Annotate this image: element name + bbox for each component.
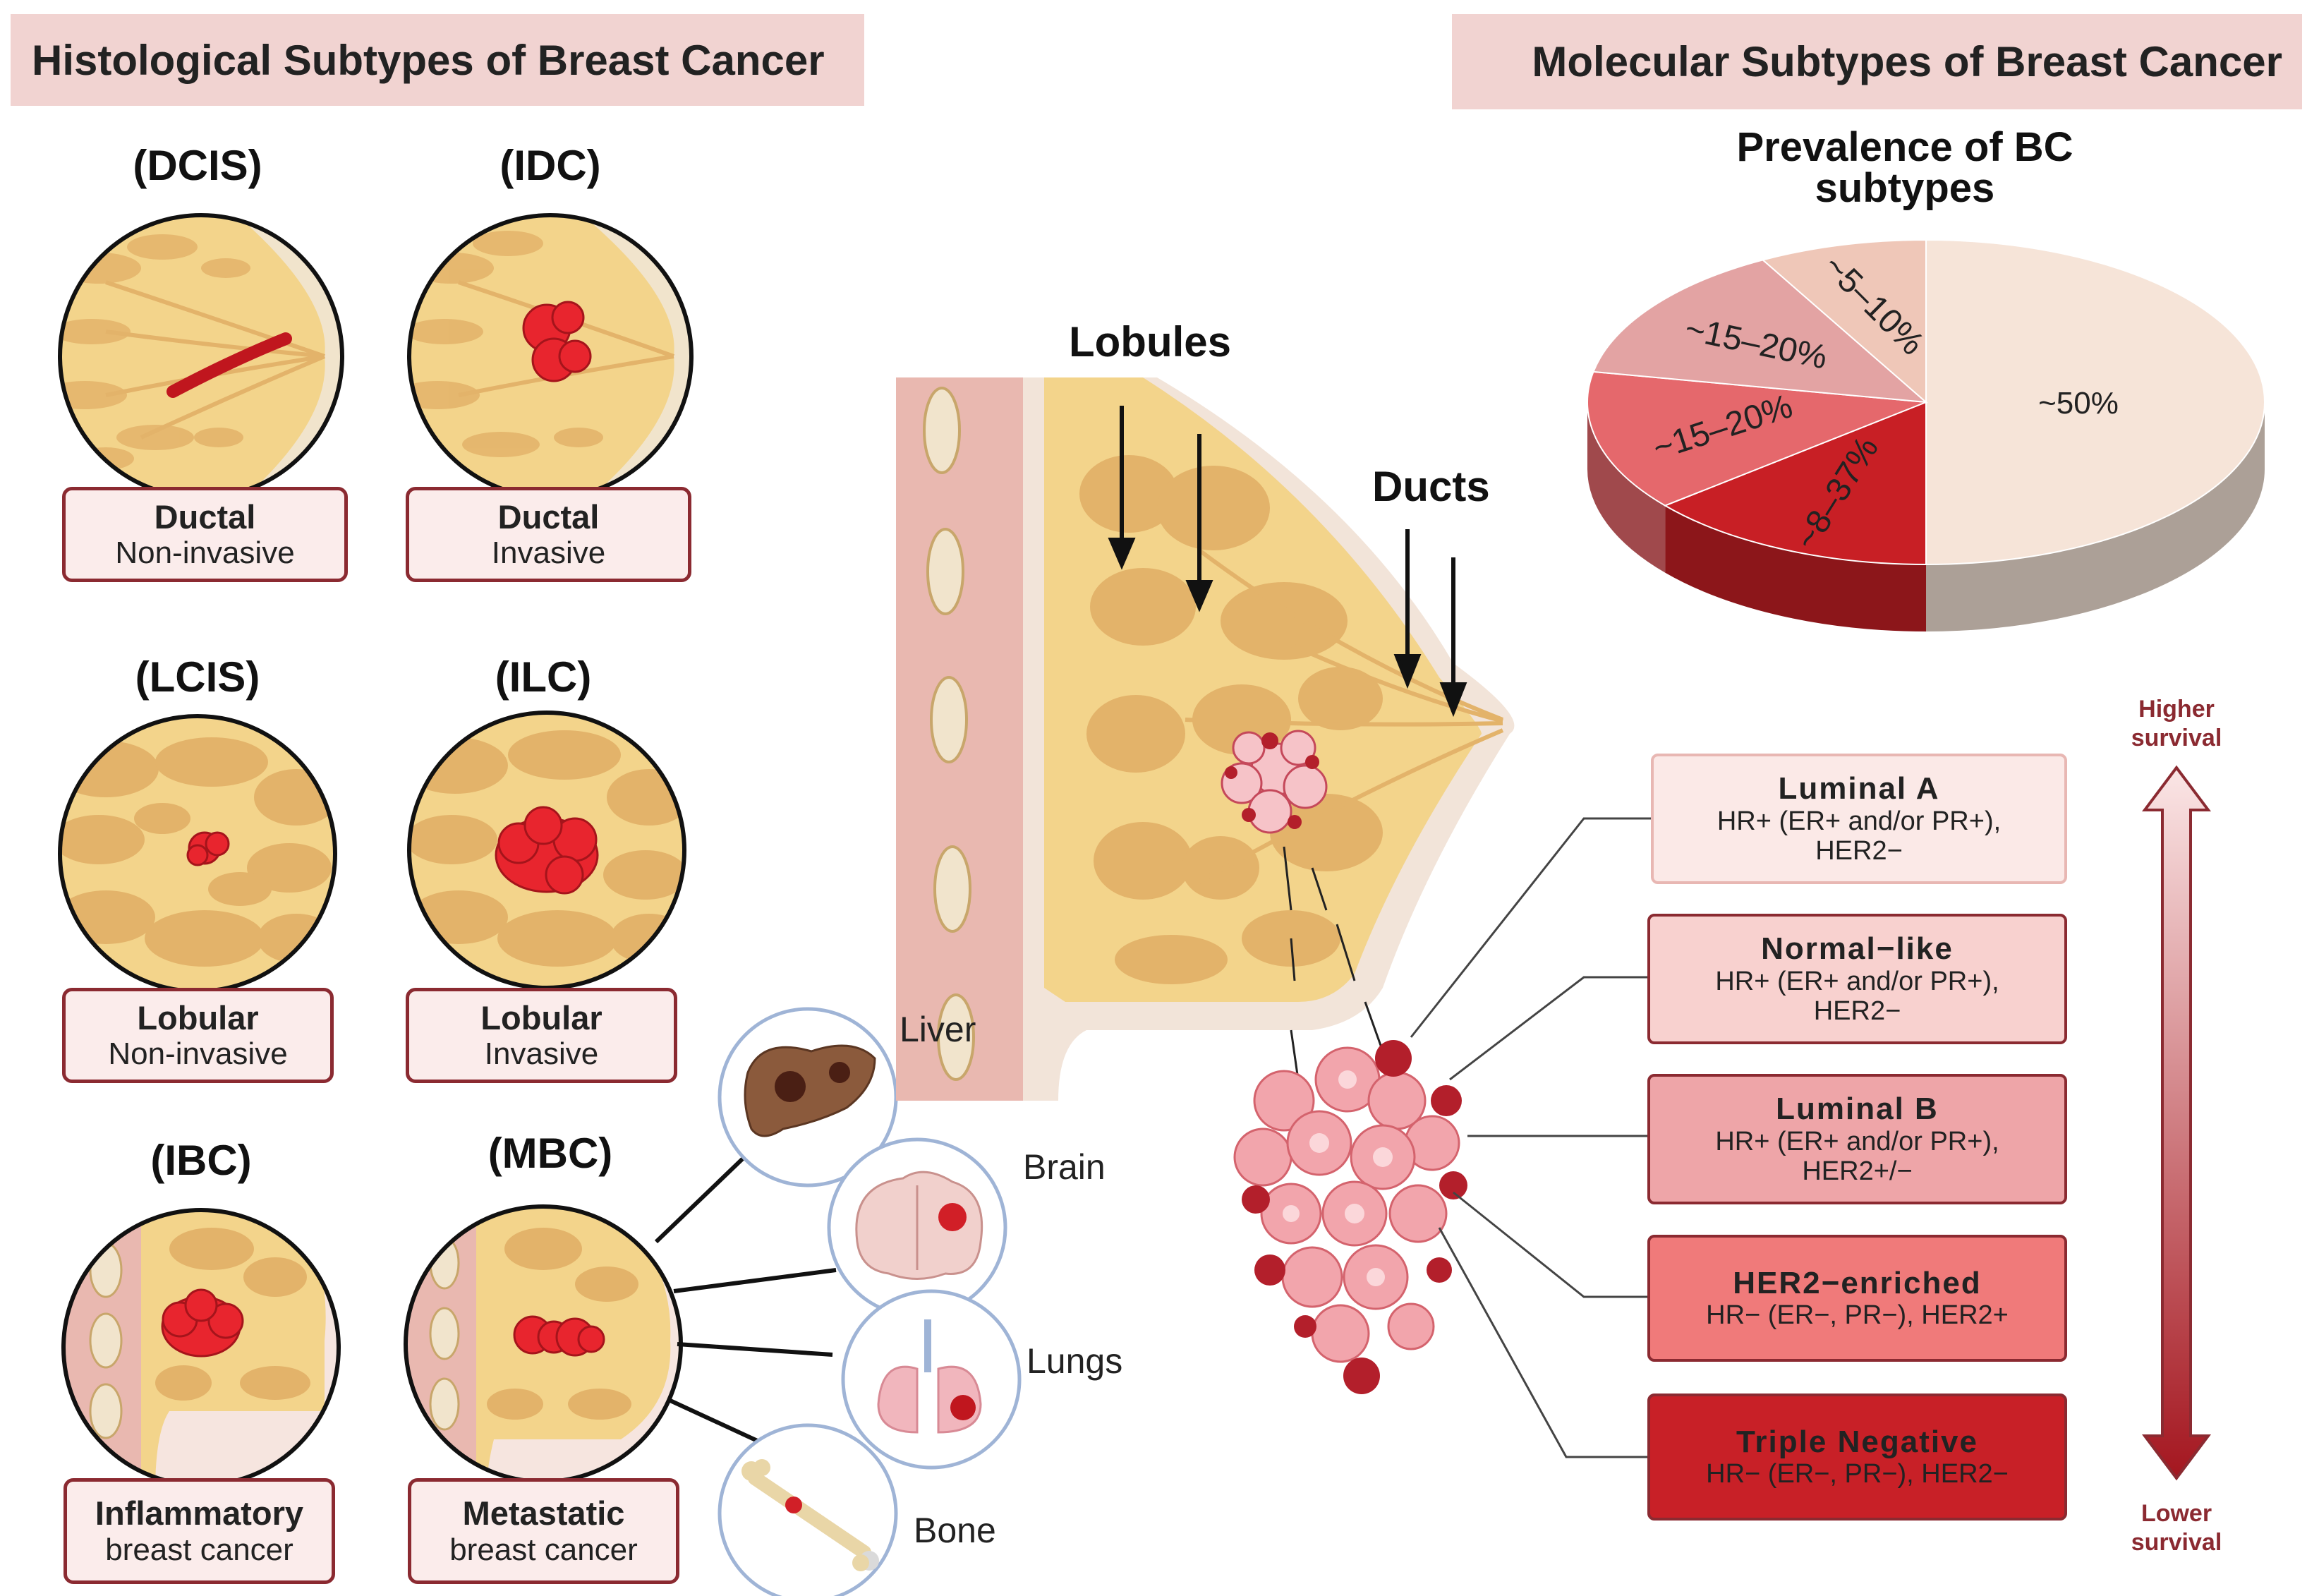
tumor-cluster-illustration [1233,1040,1467,1394]
label-mbc-line2: breast cancer [449,1532,638,1567]
organ-label-lungs: Lungs [1027,1341,1123,1381]
label-lcis-line2: Non-invasive [108,1036,288,1072]
subtype-luminal-b-name: Luminal B [1776,1092,1939,1127]
label-ilc-line2: Invasive [484,1036,599,1072]
molecular-header-text: Molecular Subtypes of Breast Cancer [1532,38,2282,85]
ducts-label: Ducts [1372,463,1490,510]
subtype-luminal-b-detail2: HER2+/− [1802,1156,1913,1187]
label-idc-line1: Ductal [497,497,600,536]
subtype-triple-negative-name: Triple Negative [1736,1425,1978,1460]
code-ilc: (ILC) [495,653,592,701]
pie-slice-side-0 [1926,402,2265,631]
subtype-her2-enriched: HER2−enriched HR− (ER−, PR−), HER2+ [1647,1235,2067,1362]
label-dcis: Ductal Non-invasive [62,487,348,582]
subtype-triple-negative: Triple Negative HR− (ER−, PR−), HER2− [1647,1394,2067,1521]
label-ilc-line1: Lobular [480,998,603,1036]
organ-label-brain: Brain [1023,1147,1106,1187]
prevalence-pie-chart: ~50%~8–37%~15–20%~15–20%~5–10% [1587,238,2265,631]
subtype-normal-like-detail2: HER2− [1813,996,1901,1027]
subtype-her2-enriched-name: HER2−enriched [1733,1266,1982,1301]
label-idc-line2: Invasive [491,536,606,571]
subtype-connectors [1410,817,1651,1458]
pie-label-0: ~50% [2038,386,2119,421]
subtype-luminal-a-detail2: HER2− [1815,836,1903,866]
subtype-her2-enriched-detail1: HR− (ER−, PR−), HER2+ [1706,1300,2009,1331]
mbc-illustration [406,1207,681,1482]
subtype-luminal-b: Luminal B HR+ (ER+ and/or PR+), HER2+/− [1647,1074,2067,1204]
subtype-luminal-a-name: Luminal A [1778,771,1940,806]
label-mbc: Metastatic breast cancer [408,1478,679,1584]
subtype-normal-like-detail1: HR+ (ER+ and/or PR+), [1715,966,1999,996]
bone-illustration [717,1423,898,1596]
idc-illustration [409,215,691,497]
pie-slice-0 [1925,238,2265,566]
survival-high-label: Higher survival [2131,696,2222,751]
label-ibc-line1: Inflammatory [95,1494,304,1532]
pie-slice-1 [1663,401,1927,566]
code-ibc: (IBC) [150,1137,252,1184]
subtype-luminal-b-detail1: HR+ (ER+ and/or PR+), [1715,1126,1999,1156]
label-dcis-line2: Non-invasive [115,536,295,571]
lungs-illustration [841,1289,1022,1470]
label-mbc-line1: Metastatic [462,1494,625,1532]
organ-label-liver: Liver [900,1010,976,1049]
pie-slice-4 [1761,238,1927,404]
subtype-normal-like-name: Normal−like [1761,931,1954,967]
lobules-label: Lobules [1069,318,1232,365]
lcis-illustration [60,716,335,991]
pie-title: Prevalence of BC subtypes [1736,124,2073,211]
histological-header-text: Histological Subtypes of Breast Cancer [32,36,825,84]
label-lcis-line1: Lobular [137,998,259,1036]
code-idc: (IDC) [499,142,601,189]
pie-slice-3 [1592,259,1928,404]
ilc-illustration [409,713,684,988]
code-dcis: (DCIS) [133,142,262,189]
organ-label-bone: Bone [914,1511,996,1550]
pie-slice-2 [1587,370,1927,507]
pie-slice-side-1 [1665,505,1926,631]
subtype-luminal-a-detail1: HR+ (ER+ and/or PR+), [1716,806,2002,836]
subtype-triple-negative-detail1: HR− (ER−, PR−), HER2− [1706,1459,2009,1489]
survival-low-label: Lower survival [2131,1500,2222,1556]
code-mbc: (MBC) [488,1130,613,1177]
code-lcis: (LCIS) [135,653,260,701]
molecular-header: Molecular Subtypes of Breast Cancer [1452,14,2302,109]
subtype-normal-like: Normal−like HR+ (ER+ and/or PR+), HER2− [1647,914,2067,1044]
breast-anatomy-illustration [896,377,1515,1101]
label-ilc: Lobular Invasive [406,988,677,1083]
subtype-luminal-a: Luminal A HR+ (ER+ and/or PR+), HER2− [1651,754,2067,884]
label-ibc-line2: breast cancer [105,1532,293,1567]
metastasis-connectors [654,1155,837,1445]
histological-header: Histological Subtypes of Breast Cancer [11,14,864,106]
label-dcis-line1: Ductal [154,497,256,536]
dcis-illustration [60,215,342,497]
ibc-illustration [63,1210,339,1485]
pie-slice-side-2 [1587,402,1666,573]
brain-illustration [827,1137,1007,1318]
survival-arrow [2142,765,2211,1481]
label-lcis: Lobular Non-invasive [62,988,334,1083]
label-idc: Ductal Invasive [406,487,691,582]
label-ibc: Inflammatory breast cancer [63,1478,335,1584]
